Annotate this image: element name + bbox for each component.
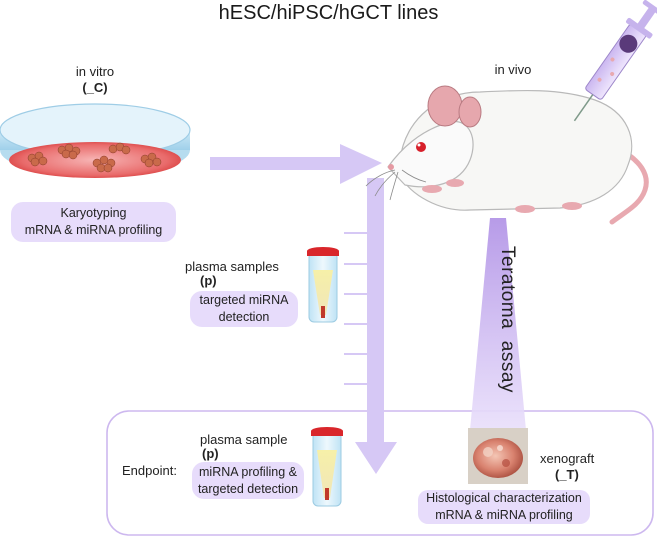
teratoma-assay-label: Teratoma assay (496, 246, 518, 393)
plasma-samples-code: (p) (200, 273, 217, 288)
horizontal-arrow (210, 144, 382, 184)
xenograft-label: xenograft (540, 451, 595, 466)
vertical-arrow (344, 178, 397, 474)
in-vitro-box-line2: mRNA & miRNA profiling (24, 223, 163, 237)
endpoint-label: Endpoint: (122, 463, 177, 478)
assay-word: assay (497, 340, 518, 393)
in-vitro-code: (_C) (82, 80, 108, 95)
diagram-title: hESC/hiPSC/hGCT lines (218, 2, 439, 24)
plasma-box-line1: targeted miRNA (199, 293, 289, 307)
endpoint-plasma-code: (p) (202, 446, 219, 461)
plasma-samples-label: plasma samples (185, 259, 279, 274)
in-vitro-box-line1: Karyotyping (60, 206, 127, 220)
xenograft-code: (_T) (555, 467, 579, 482)
in-vivo-label: in vivo (494, 62, 532, 77)
plasma-box-line2: detection (218, 310, 270, 324)
teratoma-word: Teratoma (497, 246, 518, 330)
endpoint-plasma-label: plasma sample (200, 432, 288, 447)
mouse-illustration (365, 85, 649, 225)
endpoint-analysis-box: miRNA profiling & targeted detection (192, 462, 304, 499)
endpoint-box-line1: miRNA profiling & (199, 464, 297, 479)
petri-dish-illustration (0, 103, 191, 178)
plasma-analysis-box: targeted miRNA detection (190, 291, 298, 327)
in-vitro-label: in vitro (75, 64, 115, 79)
plasma-tube-2 (311, 427, 343, 507)
syringe-illustration (573, 0, 657, 122)
endpoint-box-line2: targeted detection (197, 481, 299, 496)
xenograft-box-line1: Histological characterization (426, 491, 582, 505)
xenograft-box-line2: mRNA & miRNA profiling (435, 508, 573, 522)
teratoma-beam (470, 218, 526, 430)
xenograft-analysis-box: Histological characterization mRNA & miR… (418, 490, 590, 524)
plasma-tube-1 (307, 247, 339, 323)
in-vitro-analysis-box: Karyotyping mRNA & miRNA profiling (11, 202, 176, 242)
xenograft-photo (468, 428, 528, 484)
